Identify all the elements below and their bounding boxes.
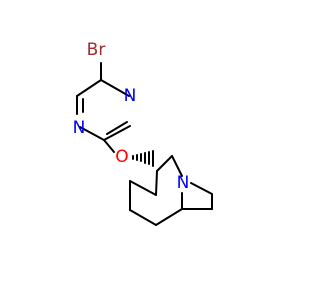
atom-label-n2: N [73,118,86,138]
bond [155,208,183,226]
atom-label-o: O [115,147,128,167]
bond [103,125,131,141]
bond [103,139,115,153]
pyrimidine-ring [76,62,131,153]
bond [129,180,157,196]
bond [156,155,173,172]
hashed-wedge-bond [132,150,154,167]
atom-label-n1: N [124,86,137,106]
bond [79,126,105,141]
bond [129,209,157,226]
atom-labels: Br N N O N [73,40,190,193]
bond [100,79,130,97]
bond [76,79,102,97]
atom-label-n3: N [177,173,190,193]
atom-label-br: Br [87,40,106,60]
molecule-canvas: Br N N O N [72,40,213,226]
bond [155,170,158,196]
quinuclidine-cage [129,155,213,226]
bond [171,155,183,177]
bond [106,121,128,135]
bond [190,182,213,195]
structure-diagram: Br N N O N [73,40,213,226]
